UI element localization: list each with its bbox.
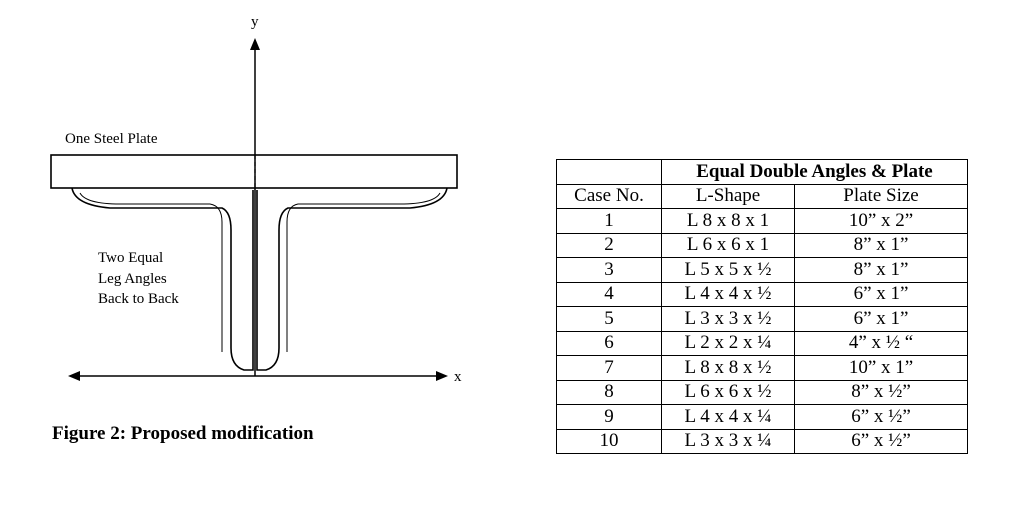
empty-header-cell bbox=[556, 159, 662, 185]
case-cell: 4 bbox=[556, 281, 662, 307]
left-angle bbox=[71, 187, 254, 371]
plate-size-cell: 6” x 1” bbox=[794, 306, 968, 332]
l-shape-cell: L 3 x 3 x ¼ bbox=[661, 428, 795, 454]
plate-size-cell: 10” x 2” bbox=[794, 208, 968, 234]
sizes-table: Equal Double Angles & Plate Case No. L-S… bbox=[556, 159, 968, 454]
plate-size-cell: 8” x 1” bbox=[794, 257, 968, 283]
column-header-plate-size: Plate Size bbox=[794, 183, 968, 209]
table-group-header-row: Equal Double Angles & Plate bbox=[556, 159, 968, 185]
angles-label-line-3: Back to Back bbox=[98, 291, 179, 307]
table-column-header-row: Case No. L-Shape Plate Size bbox=[556, 183, 968, 209]
l-shape-cell: L 2 x 2 x ¼ bbox=[661, 330, 795, 356]
l-shape-cell: L 4 x 4 x ½ bbox=[661, 281, 795, 307]
figure-caption: Figure 2: Proposed modification bbox=[52, 423, 314, 444]
x-right-arrow-icon bbox=[436, 371, 448, 381]
plate-size-cell: 10” x 1” bbox=[794, 355, 968, 381]
cross-section-figure: y x One Steel Plate Two Equal Leg Angles… bbox=[50, 14, 462, 385]
y-axis-label: y bbox=[251, 14, 259, 30]
case-cell: 7 bbox=[556, 355, 662, 381]
y-arrow-icon bbox=[250, 38, 260, 50]
case-cell: 10 bbox=[556, 428, 662, 454]
l-shape-cell: L 3 x 3 x ½ bbox=[661, 306, 795, 332]
steel-plate bbox=[50, 154, 458, 189]
l-shape-cell: L 6 x 6 x 1 bbox=[661, 232, 795, 258]
plate-size-cell: 6” x ½” bbox=[794, 404, 968, 430]
plate-size-cell: 6” x 1” bbox=[794, 281, 968, 307]
x-axis bbox=[68, 371, 448, 381]
plate-size-cell: 6” x ½” bbox=[794, 428, 968, 454]
plate-size-cell: 8” x 1” bbox=[794, 232, 968, 258]
plate-label: One Steel Plate bbox=[65, 131, 158, 147]
case-cell: 1 bbox=[556, 208, 662, 234]
case-cell: 6 bbox=[556, 330, 662, 356]
angles-label: Two Equal Leg Angles Back to Back bbox=[98, 250, 179, 307]
column-header-case-no: Case No. bbox=[556, 183, 662, 209]
group-header: Equal Double Angles & Plate bbox=[661, 159, 968, 185]
case-cell: 3 bbox=[556, 257, 662, 283]
x-left-arrow-icon bbox=[68, 371, 80, 381]
case-cell: 2 bbox=[556, 232, 662, 258]
right-angle bbox=[256, 187, 448, 371]
x-axis-label: x bbox=[454, 369, 462, 385]
l-shape-cell: L 4 x 4 x ¼ bbox=[661, 404, 795, 430]
y-axis bbox=[250, 38, 260, 376]
case-cell: 9 bbox=[556, 404, 662, 430]
case-cell: 8 bbox=[556, 379, 662, 405]
plate-size-cell: 8” x ½” bbox=[794, 379, 968, 405]
l-shape-cell: L 5 x 5 x ½ bbox=[661, 257, 795, 283]
l-shape-cell: L 6 x 6 x ½ bbox=[661, 379, 795, 405]
angles-label-line-2: Leg Angles bbox=[98, 271, 167, 287]
angles-label-line-1: Two Equal bbox=[98, 250, 163, 266]
plate-size-cell: 4” x ½ “ bbox=[794, 330, 968, 356]
case-cell: 5 bbox=[556, 306, 662, 332]
l-shape-cell: L 8 x 8 x ½ bbox=[661, 355, 795, 381]
column-header-l-shape: L-Shape bbox=[661, 183, 795, 209]
l-shape-cell: L 8 x 8 x 1 bbox=[661, 208, 795, 234]
